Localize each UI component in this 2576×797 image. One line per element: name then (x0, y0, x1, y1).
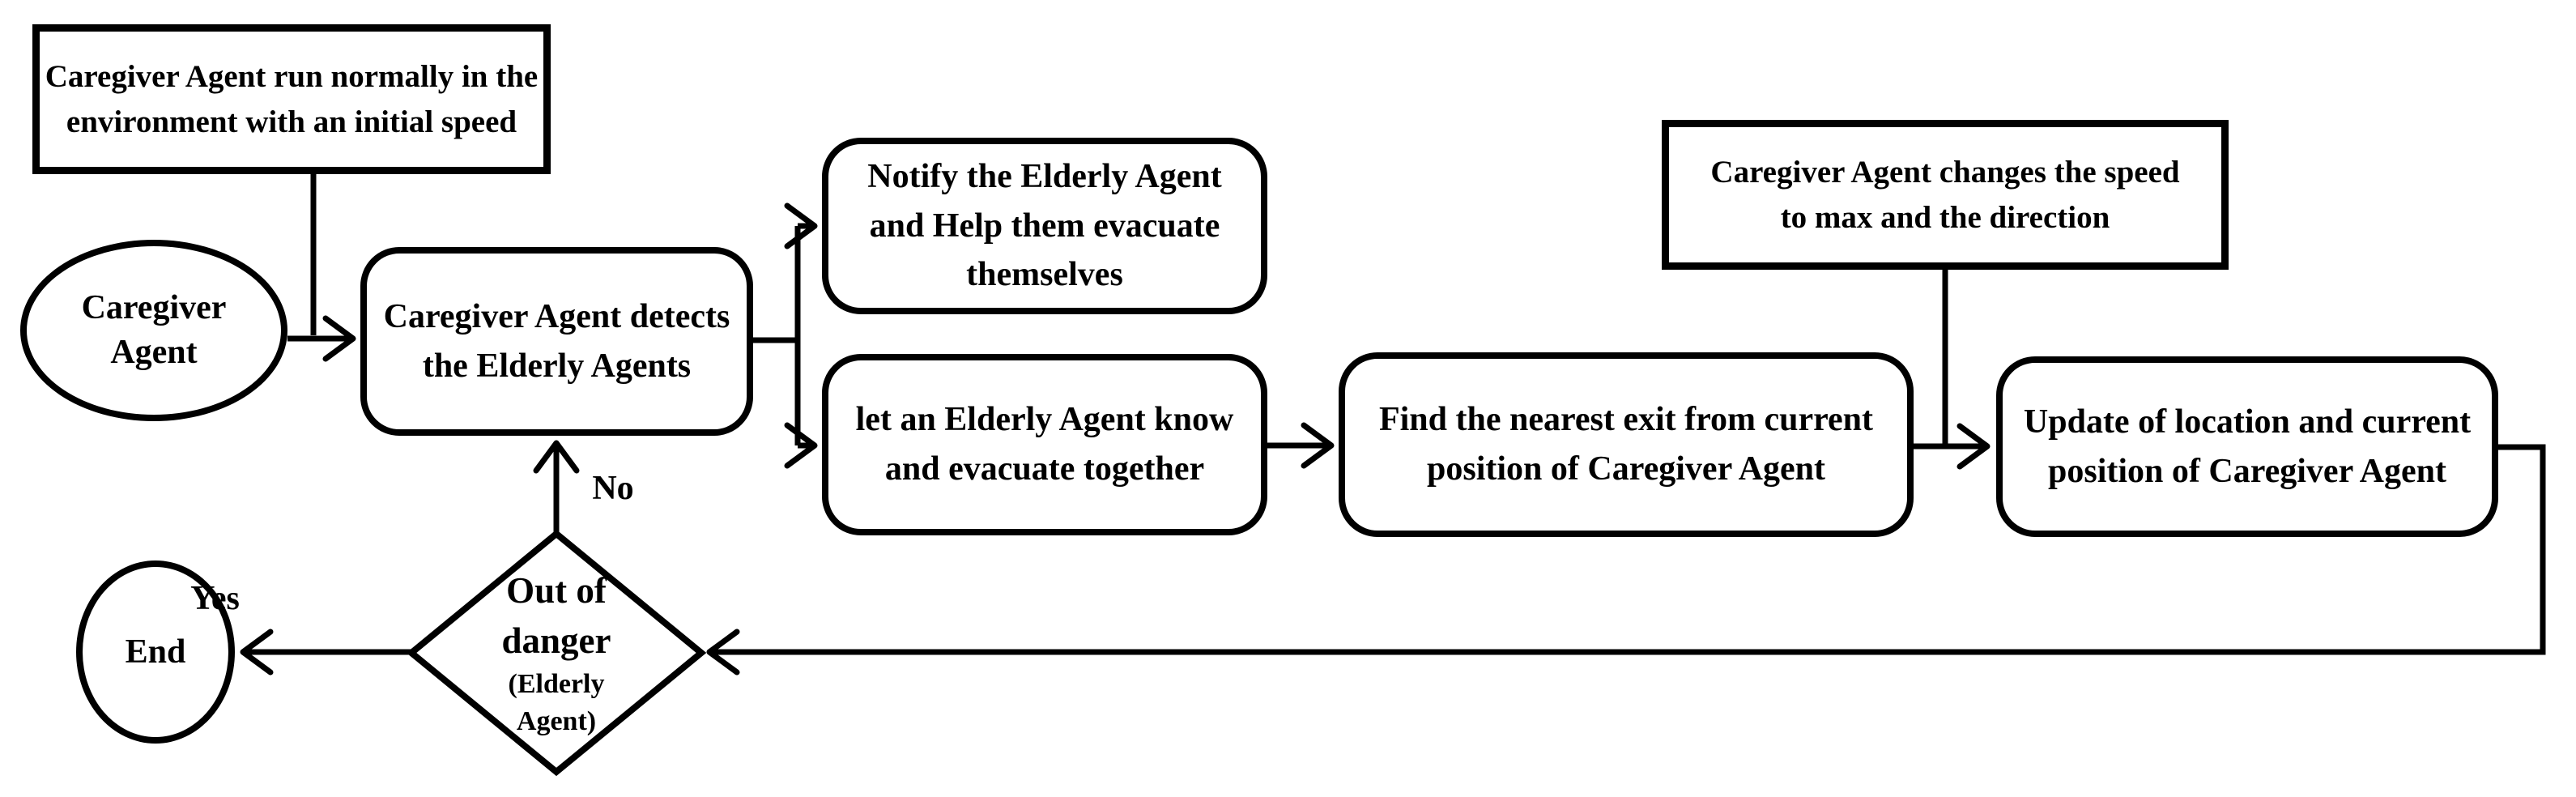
decision-diamond-shape (406, 529, 707, 777)
edge-label-no: No (592, 470, 634, 507)
process-detect-elderly: Caregiver Agent detects the Elderly Agen… (360, 247, 753, 436)
end-terminal-label: End (125, 633, 186, 671)
note-initial-speed: Caregiver Agent run normally in the envi… (32, 24, 551, 174)
decision-out-of-danger-label: Out of danger (501, 570, 611, 662)
process-evacuate-together-label: let an Elderly Agent know and evacuate t… (855, 401, 1234, 488)
edge-label-yes: Yes (190, 580, 240, 617)
start-terminal: Caregiver Agent (20, 240, 287, 421)
process-update-location-label: Update of location and current position … (2023, 403, 2472, 490)
note-initial-speed-label: Caregiver Agent run normally in the envi… (45, 59, 539, 139)
decision-out-of-danger: Out of danger (Elderly Agent) (435, 552, 678, 753)
note-change-speed-label: Caregiver Agent changes the speed to max… (1710, 155, 2180, 235)
edge-update-to-decision (706, 444, 2546, 676)
process-notify-elderly-label: Notify the Elderly Agent and Help them e… (867, 157, 1222, 294)
process-notify-elderly: Notify the Elderly Agent and Help them e… (822, 138, 1267, 314)
process-find-nearest-exit-label: Find the nearest exit from current posit… (1378, 401, 1874, 488)
process-detect-elderly-label: Caregiver Agent detects the Elderly Agen… (383, 297, 730, 385)
process-evacuate-together: let an Elderly Agent know and evacuate t… (822, 354, 1267, 535)
end-terminal: End (76, 560, 235, 744)
start-terminal-label: Caregiver Agent (81, 289, 227, 371)
process-update-location: Update of location and current position … (1996, 356, 2498, 537)
note-change-speed: Caregiver Agent changes the speed to max… (1662, 120, 2229, 270)
process-find-nearest-exit: Find the nearest exit from current posit… (1339, 352, 1914, 537)
decision-out-of-danger-sublabel: (Elderly Agent) (508, 669, 605, 737)
